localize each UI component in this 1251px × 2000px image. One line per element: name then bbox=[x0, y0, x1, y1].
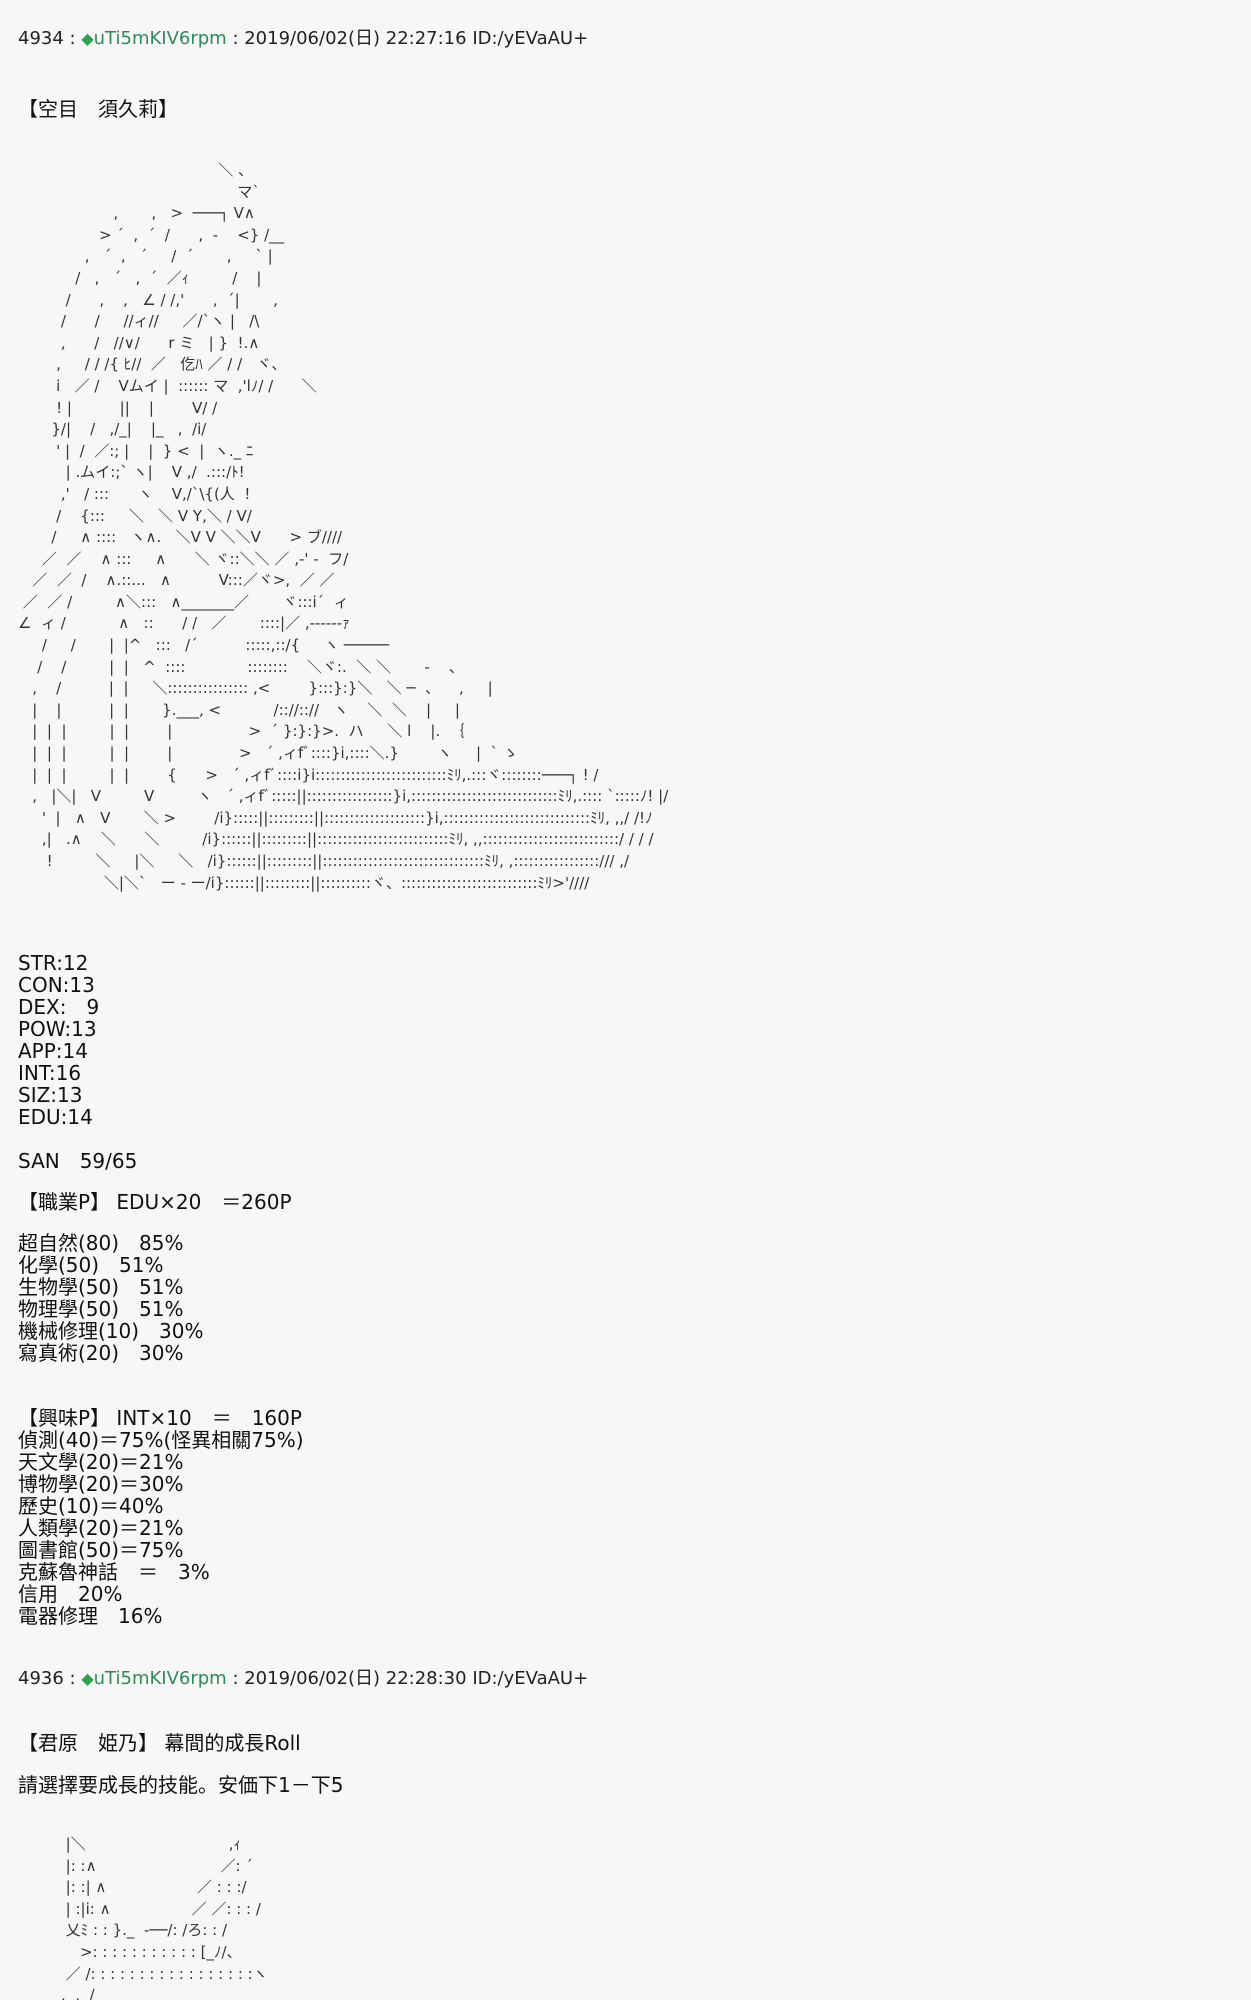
post-4936: 4936 : ◆uTi5mKIV6rpm : 2019/06/02(日) 22:… bbox=[18, 1668, 1251, 1690]
post-2-title: 【君原 姫乃】 幕間的成長Roll bbox=[18, 1732, 1251, 1754]
skill-row: 電器修理 16% bbox=[18, 1604, 163, 1628]
post-header: 4934 : ◆uTi5mKIV6rpm : 2019/06/02(日) 22:… bbox=[18, 28, 589, 49]
skill-row: 生物學(50) 51% bbox=[18, 1275, 184, 1299]
skill-row: 寫真術(20) 30% bbox=[18, 1341, 184, 1365]
hobby-header: 【興味P】 INT×10 ＝ 160P bbox=[18, 1406, 302, 1430]
ascii-art-figure: ＼ 、 マ` , , > ───┐ V∧ > ´ , ´ / , - <} /_… bbox=[18, 161, 669, 892]
occupation-skills: 超自然(80) 85% 化學(50) 51% 生物學(50) 51% 物理學(5… bbox=[18, 1232, 1251, 1364]
post-header: 4936 : ◆uTi5mKIV6rpm : 2019/06/02(日) 22:… bbox=[18, 1668, 589, 1689]
skill-row: 化學(50) 51% bbox=[18, 1253, 164, 1277]
ascii-art-figure-2: |＼ ,ｨ |: :∧ ／: ´ |: :| ∧ ／ : : :/ | :|i:… bbox=[60, 1835, 268, 2000]
occupation-header: 【職業P】 EDU×20 ＝260P bbox=[18, 1190, 292, 1214]
skill-row: 圖書館(50)＝75% bbox=[18, 1538, 184, 1562]
stat-edu: EDU:14 bbox=[18, 1105, 93, 1129]
skill-row: 超自然(80) 85% bbox=[18, 1231, 184, 1255]
poster-id[interactable]: ID:/yEVaAU+ bbox=[472, 28, 589, 49]
anka-instruction: 請選擇要成長的技能。安価下1－下5 bbox=[18, 1773, 344, 1797]
post-title: 【空目 須久莉】 bbox=[18, 97, 178, 121]
hobby-block: 【興味P】 INT×10 ＝ 160P 偵測(40)＝75%(怪異相關75%) … bbox=[18, 1407, 1251, 1627]
san-line: SAN 59/65 bbox=[18, 1150, 1251, 1172]
stat-str: STR:12 bbox=[18, 951, 89, 975]
occupation-block: 【職業P】 EDU×20 ＝260P bbox=[18, 1191, 1251, 1213]
stat-dex: DEX: 9 bbox=[18, 995, 100, 1019]
post-2-line: 請選擇要成長的技能。安価下1－下5 bbox=[18, 1774, 1251, 1796]
skill-row: 克蘇魯神話 ＝ 3% bbox=[18, 1560, 210, 1584]
skill-row: 信用 20% bbox=[18, 1582, 123, 1606]
skill-row: 偵測(40)＝75%(怪異相關75%) bbox=[18, 1428, 304, 1452]
post-datetime: 2019/06/02(日) 22:27:16 bbox=[244, 28, 467, 49]
character-title: 【空目 須久莉】 bbox=[18, 98, 1251, 120]
skill-row: 人類學(20)＝21% bbox=[18, 1516, 184, 1540]
skill-row: 歷史(10)＝40% bbox=[18, 1494, 164, 1518]
post-4934: 4934 : ◆uTi5mKIV6rpm : 2019/06/02(日) 22:… bbox=[18, 28, 1251, 50]
post-number: 4936 bbox=[18, 1668, 64, 1689]
stat-siz: SIZ:13 bbox=[18, 1083, 83, 1107]
san-value: SAN 59/65 bbox=[18, 1149, 138, 1173]
stat-app: APP:14 bbox=[18, 1039, 88, 1063]
stat-pow: POW:13 bbox=[18, 1017, 97, 1041]
stat-int: INT:16 bbox=[18, 1061, 82, 1085]
skill-row: 天文學(20)＝21% bbox=[18, 1450, 184, 1474]
post-datetime: 2019/06/02(日) 22:28:30 bbox=[244, 1668, 467, 1689]
trip-code[interactable]: uTi5mKIV6rpm bbox=[93, 1668, 227, 1689]
post-title: 【君原 姫乃】 幕間的成長Roll bbox=[18, 1731, 301, 1755]
trip-code[interactable]: uTi5mKIV6rpm bbox=[93, 28, 227, 49]
stat-con: CON:13 bbox=[18, 973, 95, 997]
skill-row: 物理學(50) 51% bbox=[18, 1297, 184, 1321]
post-number: 4934 bbox=[18, 28, 64, 49]
skill-row: 機械修理(10) 30% bbox=[18, 1319, 204, 1343]
stats-block: STR:12 CON:13 DEX: 9 POW:13 APP:14 INT:1… bbox=[18, 952, 1251, 1128]
diamond-icon: ◆ bbox=[81, 29, 94, 48]
diamond-icon: ◆ bbox=[81, 1669, 94, 1688]
skill-row: 博物學(20)＝30% bbox=[18, 1472, 184, 1496]
poster-id[interactable]: ID:/yEVaAU+ bbox=[472, 1668, 589, 1689]
